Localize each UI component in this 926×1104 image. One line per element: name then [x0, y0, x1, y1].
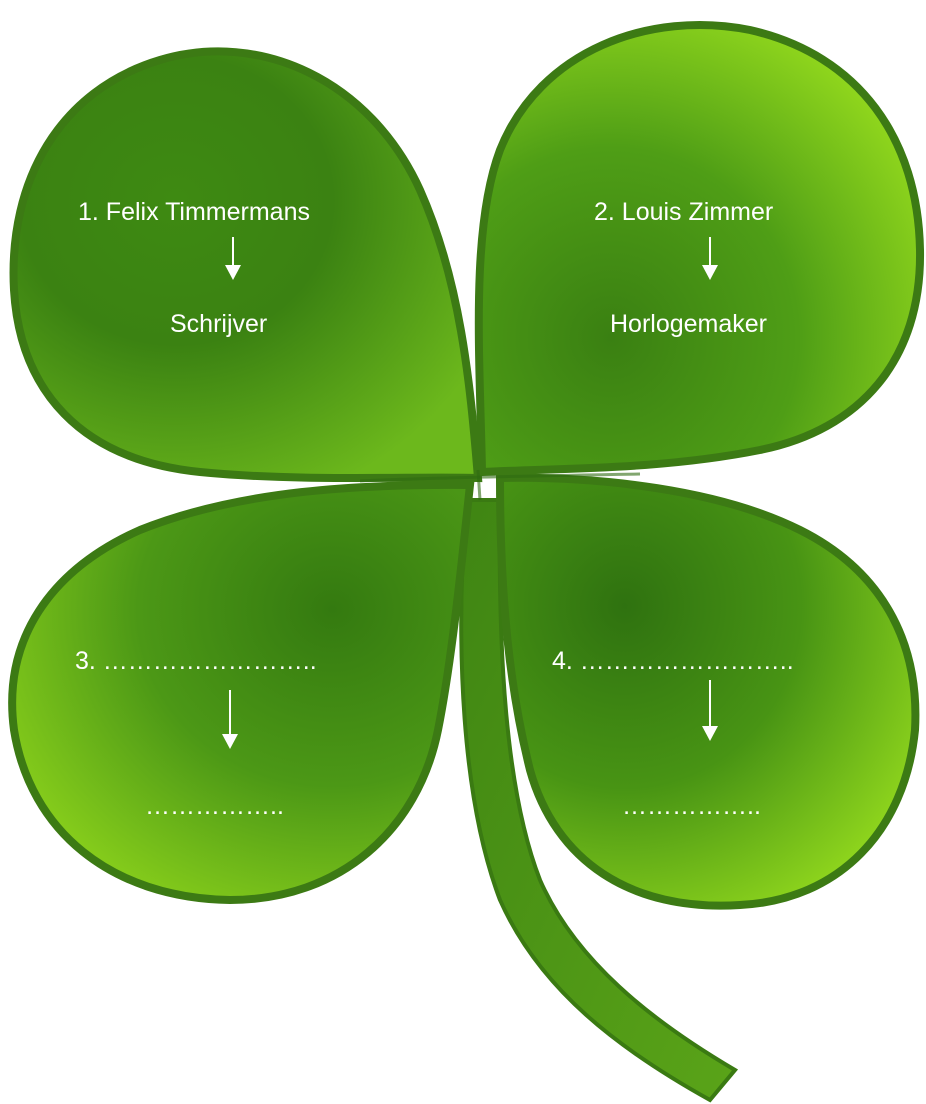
leaf-3-arrow-icon — [222, 690, 238, 734]
leaf-2-arrow-icon — [702, 237, 718, 281]
leaf-1-role: Schrijver — [170, 312, 267, 337]
leaf-4-arrow-icon — [702, 680, 718, 724]
leaf-3-role: …………….. — [145, 794, 284, 819]
leaf-3-name: 3. …………………….. — [75, 649, 317, 674]
leaf-2-name: 2. Louis Zimmer — [594, 200, 773, 225]
leaf-1-name: 1. Felix Timmermans — [78, 200, 310, 225]
leaf-4-name: 4. …………………….. — [552, 649, 794, 674]
leaf-2-role: Horlogemaker — [610, 312, 767, 337]
leaf-1-arrow-icon — [225, 237, 241, 281]
leaf-top-right — [479, 25, 920, 472]
center-vein-vertical — [478, 470, 480, 500]
leaf-bottom-left — [12, 485, 470, 900]
leaf-4-role: …………….. — [622, 794, 761, 819]
leaf-top-left — [14, 51, 478, 478]
